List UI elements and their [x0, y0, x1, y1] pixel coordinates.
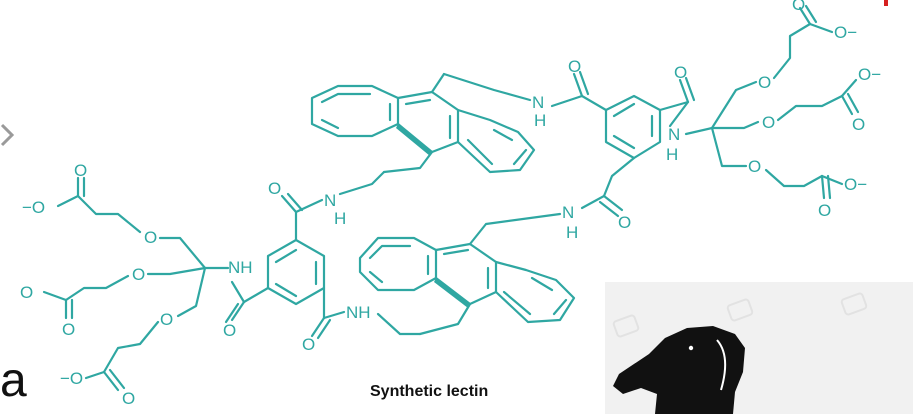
atom-o-carbonyl-2: O — [62, 320, 75, 339]
atom-carboxylate-5: O− — [858, 65, 881, 84]
stray-letter: a — [0, 354, 27, 407]
left-isophthalamide: NH O O N H O NH — [223, 170, 422, 354]
atom-h-center-2: H — [566, 223, 578, 242]
atom-h-left-2: H — [334, 209, 346, 228]
chevron-right-icon[interactable] — [0, 122, 16, 148]
atom-o-amide-3: O — [302, 335, 315, 354]
atom-o-ether-1: O — [144, 228, 157, 247]
lower-anthracene — [358, 212, 576, 336]
figure-caption: Synthetic lectin — [370, 383, 489, 400]
atom-o-ether-3: O — [160, 310, 173, 329]
atom-nh-left-3: NH — [346, 303, 371, 322]
right-tripod: O O O− O O O− O O O− — [710, 0, 881, 220]
atom-o-ether-5: O — [762, 113, 775, 132]
atom-o-carbonyl-4: O — [792, 0, 805, 14]
dog-silhouette-icon — [613, 326, 745, 414]
atom-o-ether-6: O — [748, 157, 761, 176]
atom-carboxylate-3: −O — [60, 369, 83, 388]
stock-watermark-icon — [612, 292, 868, 338]
atom-o-ether-4: O — [758, 73, 771, 92]
atom-n-left-2: N — [324, 191, 336, 210]
atom-carboxylate-2: O — [20, 283, 33, 302]
atom-carboxylate-1: −O — [22, 198, 45, 217]
atom-o-carbonyl-6: O — [818, 201, 831, 220]
atom-nh-left-1: NH — [228, 258, 253, 277]
atom-o-amide-6: O — [618, 213, 631, 232]
atom-o-amide-5: O — [674, 63, 687, 82]
atom-h-center-1: H — [534, 111, 546, 130]
atom-h-right-1: H — [666, 145, 678, 164]
atom-o-amide-1: O — [223, 321, 236, 340]
atom-o-carbonyl-5: O — [852, 115, 865, 134]
atom-carboxylate-6: O− — [844, 175, 867, 194]
corner-mark — [884, 0, 888, 6]
upper-anthracene: N H — [310, 72, 546, 174]
atom-n-right-1: N — [668, 125, 680, 144]
atom-o-carbonyl-1: O — [74, 161, 87, 180]
atom-o-ether-2: O — [132, 265, 145, 284]
atom-o-amide-4: O — [568, 57, 581, 76]
dog-silhouette-image — [605, 282, 913, 414]
left-tripod: O O −O O O O O O −O — [20, 161, 230, 408]
atom-carboxylate-4: O− — [834, 23, 857, 42]
right-isophthalamide: O O N H O N H — [550, 57, 714, 242]
atom-o-amide-2: O — [268, 179, 281, 198]
atom-n-center-1: N — [532, 93, 544, 112]
atom-n-center-2: N — [562, 203, 574, 222]
atom-o-carbonyl-3: O — [122, 389, 135, 408]
